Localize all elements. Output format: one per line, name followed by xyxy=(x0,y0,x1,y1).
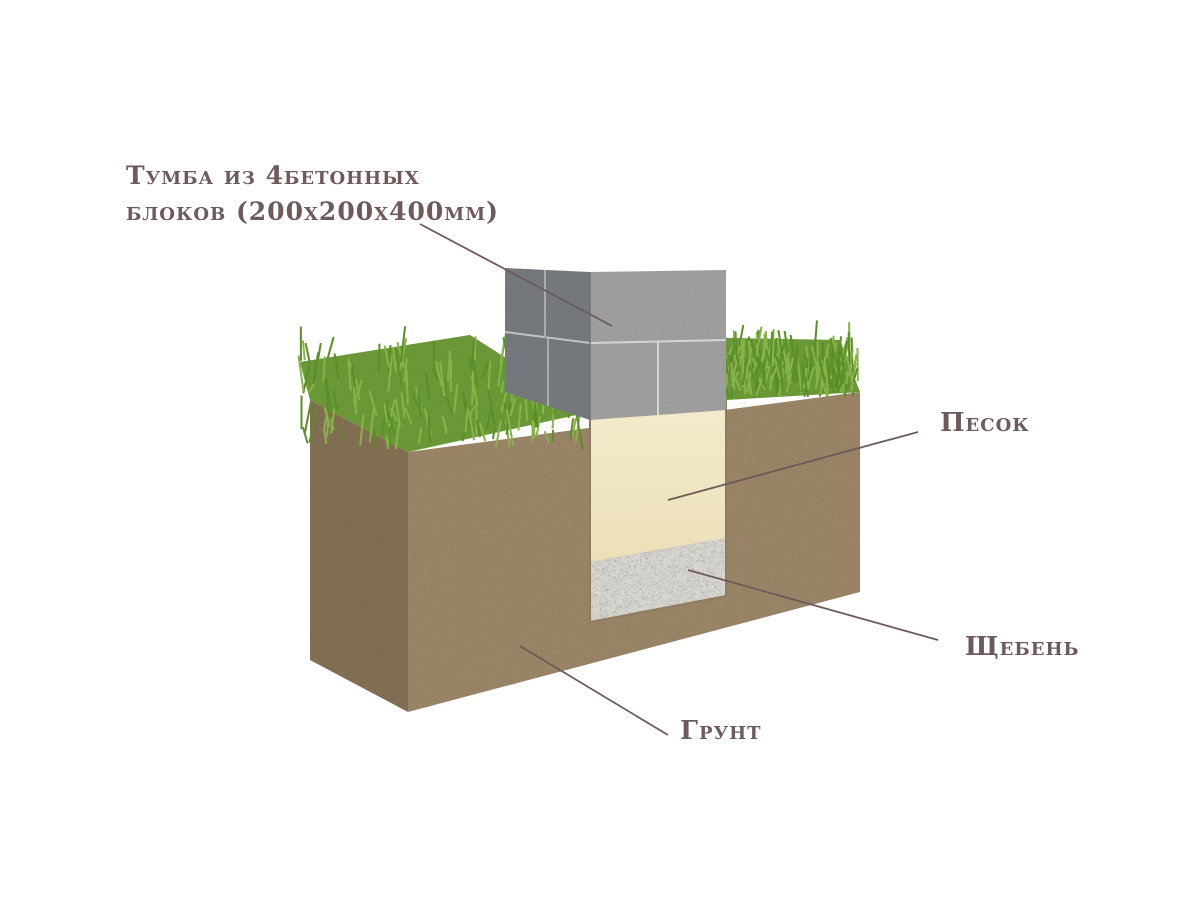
label-gravel: Щебень xyxy=(965,632,1079,662)
concrete-block-pillar-icon xyxy=(505,268,726,420)
grass-blade xyxy=(451,360,452,392)
grass-blade xyxy=(472,371,473,405)
label-sand: Песок xyxy=(940,408,1030,438)
grass-blade xyxy=(534,422,535,438)
grass-blade xyxy=(770,375,771,390)
grass-blade xyxy=(434,341,435,367)
label-concrete-pillar: Тумба из 4бетонных блоков (200х200х400мм… xyxy=(126,158,499,230)
grass-blade xyxy=(318,343,321,359)
soil-left-face xyxy=(310,400,408,712)
label-block-line2: блоков (200х200х400мм) xyxy=(126,194,499,230)
label-soil: Грунт xyxy=(680,716,762,746)
grass-blade xyxy=(749,341,750,365)
grass-blade xyxy=(407,370,408,405)
sand-layer xyxy=(590,400,726,562)
grass-blade xyxy=(303,340,305,360)
grass-blade xyxy=(328,337,334,359)
label-block-line1: Тумба из 4бетонных xyxy=(126,158,499,194)
